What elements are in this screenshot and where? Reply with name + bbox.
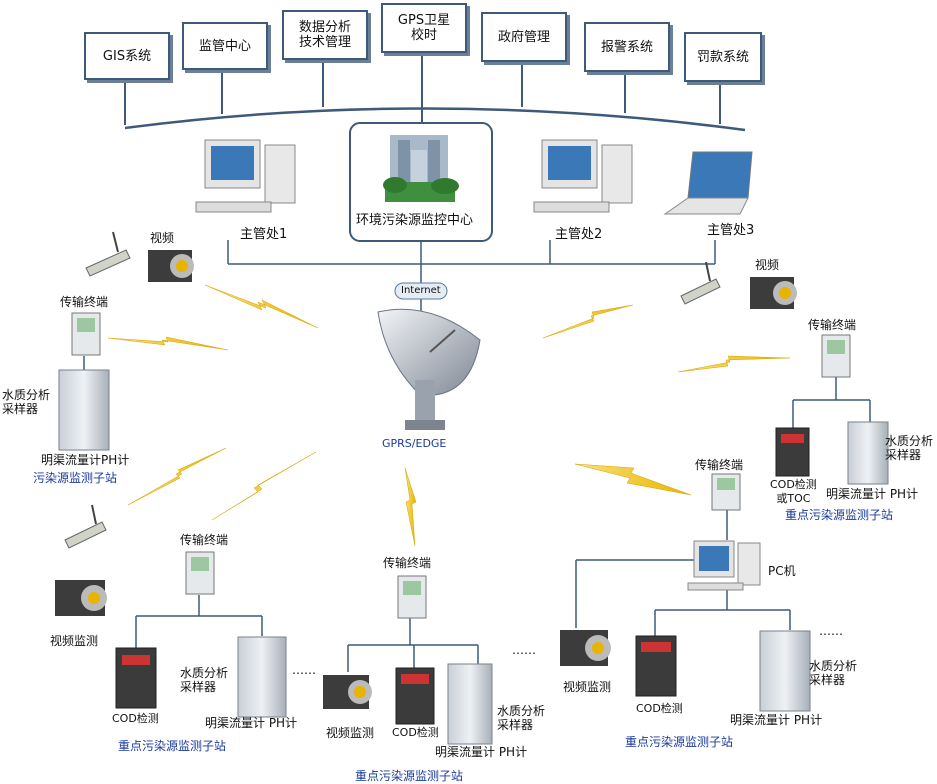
pc-label: PC机 — [768, 564, 796, 578]
supervision-center-box: 监管中心 — [182, 22, 268, 70]
data-analysis-box: 数据分析 技术管理 — [282, 10, 368, 60]
video-monitor-label-1: 视频监测 — [50, 634, 99, 648]
video-monitor-label-3: 视频监测 — [563, 680, 612, 694]
terminal-icon-2 — [821, 334, 851, 378]
gis-system-box: GIS系统 — [84, 32, 170, 80]
monitoring-center-label: 环境污染源监控中心 — [356, 213, 474, 228]
cod-icon-3 — [395, 667, 435, 725]
cod-icon-4 — [635, 635, 677, 697]
camera-icon-4 — [323, 675, 372, 709]
water-sampler-label-2: 水质分析 采样器 — [885, 434, 934, 462]
water-sampler-label-5: 水质分析 采样器 — [809, 659, 858, 687]
water-sampler-label-4: 水质分析 采样器 — [497, 704, 546, 732]
terminal-icon-1 — [71, 312, 101, 356]
computer-icon-1 — [195, 139, 296, 213]
flowmeter-label-2: 明渠流量计 PH计 — [826, 487, 919, 501]
supervision-center-label: 监管中心 — [198, 38, 251, 54]
terminal-icon-4 — [397, 575, 427, 619]
gps-timing-label: GPS卫星 校时 — [397, 13, 451, 43]
office-1-label: 主管处1 — [240, 227, 288, 242]
government-box: 政府管理 — [481, 12, 567, 62]
gprs-edge-label: GPRS/EDGE — [382, 437, 447, 450]
video-label-1: 视频 — [150, 231, 175, 245]
terminal-label-1: 传输终端 — [60, 295, 109, 309]
office-3-label: 主管处3 — [707, 223, 755, 238]
satellite-dish-icon — [377, 308, 481, 430]
terminal-label-5: 传输终端 — [695, 458, 744, 472]
cod-icon-2 — [115, 647, 157, 709]
key-substation-label-2: 重点污染源监测子站 — [118, 739, 227, 753]
laptop-icon — [663, 151, 753, 215]
cabinet-icon-1 — [58, 369, 110, 451]
router-icon-1 — [85, 231, 131, 277]
substation-wiring — [83, 356, 871, 672]
system-bus-arc — [124, 107, 746, 132]
dots-1: …… — [292, 663, 316, 677]
fine-system-box: 罚款系统 — [684, 32, 762, 82]
camera-icon-2 — [750, 277, 797, 309]
terminal-label-4: 传输终端 — [383, 556, 432, 570]
cod-label-2: COD检测 — [392, 726, 439, 739]
cabinet-icon-3 — [237, 636, 287, 718]
office-bus — [227, 240, 716, 312]
alarm-system-label: 报警系统 — [600, 39, 653, 55]
camera-icon-3 — [55, 580, 107, 616]
pc-icon — [687, 540, 761, 591]
water-sampler-label-3: 水质分析 采样器 — [180, 666, 229, 694]
gps-timing-box: GPS卫星 校时 — [381, 3, 467, 53]
alarm-system-box: 报警系统 — [584, 22, 670, 72]
camera-icon-1 — [148, 250, 194, 282]
camera-icon-5 — [560, 630, 611, 666]
flowmeter-label-1: 明渠流量计PH计 — [41, 453, 130, 467]
cod-toc-label: COD检测 或TOC — [770, 478, 817, 505]
terminal-icon-5 — [711, 473, 741, 511]
video-label-2: 视频 — [755, 258, 780, 272]
internet-label: Internet — [401, 285, 441, 296]
flowmeter-label-3: 明渠流量计 PH计 — [205, 716, 298, 730]
cabinet-icon-4 — [447, 663, 493, 745]
cabinet-icon-2 — [847, 421, 889, 485]
system-connectors — [124, 50, 721, 125]
wireless-links — [107, 284, 791, 547]
key-substation-label-3: 重点污染源监测子站 — [355, 769, 464, 783]
flowmeter-label-4: 明渠流量计 PH计 — [435, 745, 528, 759]
video-monitor-label-2: 视频监测 — [326, 726, 375, 740]
router-icon-2 — [680, 261, 721, 305]
cabinet-icon-5 — [759, 630, 811, 712]
water-sampler-label-1: 水质分析 采样器 — [2, 388, 51, 416]
terminal-label-2: 传输终端 — [808, 318, 857, 332]
key-substation-label-1: 重点污染源监测子站 — [785, 508, 894, 522]
cod-label-1: COD检测 — [112, 712, 159, 725]
government-label: 政府管理 — [497, 29, 550, 45]
cod-label-3: COD检测 — [636, 702, 683, 715]
key-substation-label-4: 重点污染源监测子站 — [625, 735, 734, 749]
router-icon-3 — [64, 504, 107, 549]
data-analysis-label: 数据分析 技术管理 — [298, 20, 351, 50]
pollution-substation-label: 污染源监测子站 — [33, 471, 118, 485]
flowmeter-label-5: 明渠流量计 PH计 — [730, 713, 823, 727]
dots-2: …… — [512, 643, 536, 657]
fine-system-label: 罚款系统 — [696, 49, 749, 65]
dots-3: …… — [819, 624, 843, 638]
gis-system-label: GIS系统 — [102, 48, 152, 64]
building-icon — [383, 135, 459, 202]
terminal-icon-3 — [185, 551, 215, 595]
terminal-label-3: 传输终端 — [180, 533, 229, 547]
office-2-label: 主管处2 — [555, 227, 603, 242]
computer-icon-2 — [533, 139, 633, 213]
cod-icon-1 — [775, 427, 810, 477]
